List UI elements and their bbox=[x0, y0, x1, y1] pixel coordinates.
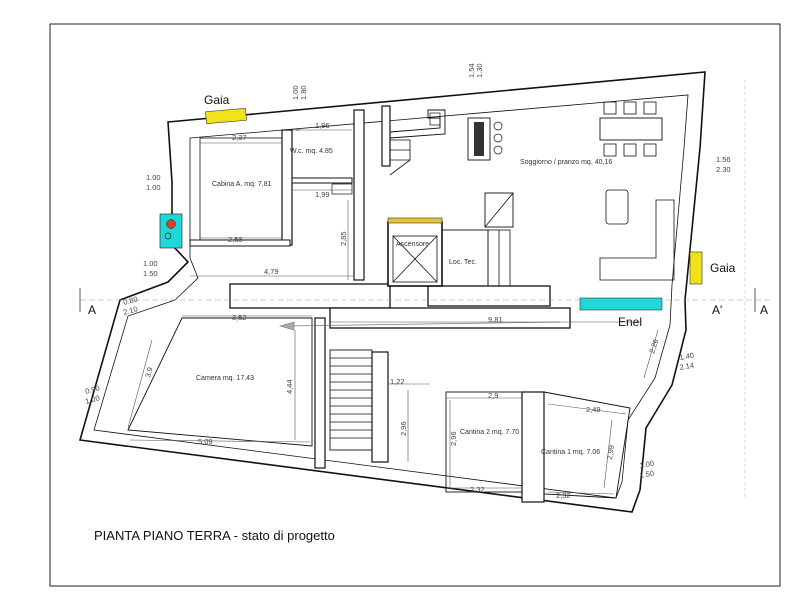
room-cantina2-label: Cantina 2 mq. 7.70 bbox=[460, 429, 519, 436]
dim-39: 3,9 bbox=[143, 366, 154, 378]
dim-249: 2,49 bbox=[586, 405, 601, 414]
dim-080: 0.80 bbox=[122, 294, 138, 306]
dim-210: 2.10 bbox=[122, 304, 138, 316]
sofa bbox=[599, 199, 675, 281]
section-mark-a-left: A bbox=[88, 303, 96, 317]
coffee-table bbox=[605, 189, 629, 225]
room-cabina-label: Cabina A. mq. 7,81 bbox=[212, 181, 272, 188]
dim-296b: 2,96 bbox=[449, 431, 458, 446]
outer-wall bbox=[78, 71, 706, 513]
room-ascensore-label: Ascensore bbox=[396, 241, 429, 248]
wall-wc-right bbox=[353, 109, 365, 281]
wall-camera-right bbox=[314, 317, 326, 469]
section-mark-a-right: A bbox=[760, 303, 768, 317]
kitchen-counter bbox=[389, 109, 446, 176]
dim-226: 2,26 bbox=[647, 338, 660, 355]
dim-981: 9,81 bbox=[488, 315, 503, 324]
enel-meter bbox=[579, 297, 663, 311]
cantina2-room bbox=[445, 391, 523, 493]
dim-100-a: 1.00 bbox=[291, 85, 300, 100]
stairs bbox=[329, 349, 373, 451]
drawing-title: PIANTA PIANO TERRA - stato di progetto bbox=[94, 528, 335, 543]
elevator-shaft bbox=[387, 217, 443, 287]
room-cantina1-label: Cantina 1 mq. 7.06 bbox=[541, 449, 600, 456]
room-wc-label: W.c. mq. 4.85 bbox=[290, 148, 333, 155]
dim-100-d: 1.00 bbox=[143, 259, 158, 268]
dining-table bbox=[599, 101, 663, 157]
dim-122: 1,22 bbox=[390, 377, 405, 386]
wall-kitchen bbox=[381, 105, 391, 167]
dimension-lines bbox=[127, 129, 659, 495]
dim-237: 2,37 bbox=[232, 133, 247, 142]
dim-100-c: 1.00 bbox=[146, 183, 161, 192]
gaia-meter-top bbox=[205, 107, 247, 125]
wall-cantina-mid bbox=[521, 391, 545, 503]
dim-100-f: 1.00 bbox=[639, 459, 655, 470]
dim-296: 2,96 bbox=[399, 421, 408, 436]
boiler bbox=[159, 213, 183, 249]
dim-258: 2,58 bbox=[228, 235, 243, 244]
kitchen-island bbox=[467, 117, 503, 161]
dim-100-e: 1.00 bbox=[84, 393, 100, 405]
dim-180-a: 1.80 bbox=[299, 85, 308, 100]
enel-label: Enel bbox=[618, 315, 642, 329]
dim-232a: 2,32 bbox=[470, 485, 485, 494]
room-loc-tec-label: Loc. Tec. bbox=[449, 259, 477, 266]
dim-196: 1,96 bbox=[315, 121, 330, 130]
dim-199: 1,99 bbox=[315, 190, 330, 199]
room-camera-label: Camera mq. 17.43 bbox=[196, 375, 254, 382]
inner-wall bbox=[93, 94, 689, 499]
room-soggiorno-label: Soggiorno / pranzo mq. 40,16 bbox=[520, 159, 612, 166]
gaia-meter-right bbox=[689, 251, 703, 285]
cabina-room bbox=[199, 137, 283, 241]
dim-156: 1.56 bbox=[716, 155, 731, 164]
dim-479: 4,79 bbox=[264, 267, 279, 276]
dim-509: 5,09 bbox=[198, 437, 213, 446]
section-mark-a-prime: A' bbox=[712, 303, 722, 317]
dim-130: 1.30 bbox=[475, 63, 484, 78]
gaia-top-label: Gaia bbox=[204, 93, 230, 107]
dim-232b: 2,32 bbox=[556, 491, 571, 500]
dim-100-b: 1.00 bbox=[146, 173, 161, 182]
corridor-arrow bbox=[278, 321, 561, 331]
dim-150-a: 1.50 bbox=[143, 269, 158, 278]
wall-corridor-right bbox=[427, 285, 551, 307]
cantina1-room bbox=[543, 391, 631, 499]
dim-090: 0.90 bbox=[84, 383, 100, 395]
dim-29: 2,9 bbox=[488, 391, 498, 400]
dim-154: 1.54 bbox=[467, 63, 476, 78]
closet bbox=[484, 192, 514, 287]
wall-corridor-top bbox=[229, 283, 391, 309]
wall-wc-shelf bbox=[291, 177, 353, 184]
dim-285: 2,85 bbox=[339, 231, 348, 246]
dim-214: 2.14 bbox=[679, 361, 695, 372]
camera-room bbox=[127, 317, 313, 447]
dim-444: 4,44 bbox=[285, 379, 294, 394]
dim-352: 3,52 bbox=[232, 313, 247, 322]
wall-stair bbox=[371, 351, 389, 463]
dim-230: 2.30 bbox=[716, 165, 731, 174]
dim-140: 1.40 bbox=[679, 351, 695, 362]
dim-150-b: 1.50 bbox=[639, 469, 655, 480]
sheet-border bbox=[49, 23, 781, 587]
dim-299: 2,99 bbox=[605, 445, 616, 461]
gaia-right-label: Gaia bbox=[710, 261, 736, 275]
